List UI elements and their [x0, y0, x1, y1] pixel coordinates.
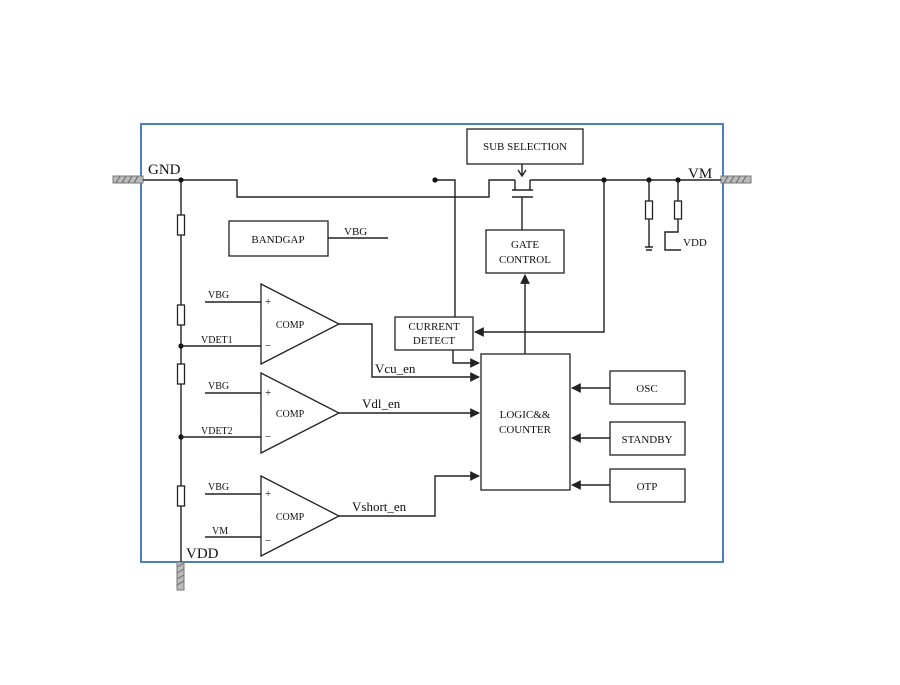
comp3-label: COMP — [276, 512, 305, 523]
logic-label-1: LOGIC&& — [500, 409, 551, 421]
otp-block — [609, 468, 686, 503]
vdd-pin-label: VDD — [186, 546, 219, 562]
otp-label: OTP — [637, 481, 658, 493]
logic-label-2: COUNTER — [499, 424, 552, 436]
comp1-plus-sign: + — [265, 296, 271, 308]
gate-control-label-2: CONTROL — [499, 254, 551, 266]
comp3-minus-sign: − — [265, 535, 271, 547]
current-detect-block — [394, 316, 474, 351]
gnd-pin-label: GND — [148, 162, 181, 178]
osc-block — [609, 370, 686, 405]
comp2-label: COMP — [276, 409, 305, 420]
comp1-label: COMP — [276, 320, 305, 331]
bandgap-label: BANDGAP — [251, 234, 304, 246]
top-rail-wires — [143, 179, 721, 318]
standby-block — [609, 421, 686, 456]
ic-outline — [140, 123, 724, 563]
comparator-3 — [205, 474, 341, 558]
comparator-1 — [205, 282, 341, 366]
comparator-2 — [205, 371, 341, 455]
comp3-minus-input: VM — [212, 526, 228, 537]
gate-control-block — [485, 229, 565, 274]
sub-selection-block — [466, 128, 584, 165]
standby-label: STANDBY — [621, 434, 672, 446]
comp2-plus-sign: + — [265, 387, 271, 399]
resistor-string — [176, 180, 186, 562]
comp1-minus-sign: − — [265, 340, 271, 352]
comp2-minus-input: VDET2 — [201, 426, 233, 437]
sub-selection-label: SUB SELECTION — [483, 141, 567, 153]
vcu-en-label: Vcu_en — [375, 361, 416, 376]
comp1-plus-input: VBG — [208, 290, 229, 301]
comp2-minus-sign: − — [265, 431, 271, 443]
osc-label: OSC — [636, 383, 657, 395]
comp1-minus-input: VDET1 — [201, 335, 233, 346]
comp3-plus-sign: + — [265, 488, 271, 500]
current-detect-label-2: DETECT — [413, 335, 455, 347]
comp2-plus-input: VBG — [208, 381, 229, 392]
vdd-right-label: VDD — [683, 237, 707, 249]
vshort-en-label: Vshort_en — [352, 499, 407, 514]
vdd-pin-stub — [176, 561, 185, 591]
logic-counter-block — [480, 353, 571, 491]
vm-divider-resistors — [644, 180, 683, 251]
comp3-plus-input: VBG — [208, 482, 229, 493]
vbg-output-label: VBG — [344, 226, 367, 238]
junction-dot — [432, 177, 438, 183]
bandgap-block — [228, 220, 329, 257]
gnd-pin-stub — [112, 175, 144, 184]
vm-pin-stub — [720, 175, 752, 184]
mosfet-switch — [512, 164, 533, 230]
current-detect-label-1: CURRENT — [408, 321, 460, 333]
vm-pin-label: VM — [688, 166, 712, 182]
vdl-en-label: Vdl_en — [362, 396, 401, 411]
gate-control-label-1: GATE — [511, 239, 539, 251]
